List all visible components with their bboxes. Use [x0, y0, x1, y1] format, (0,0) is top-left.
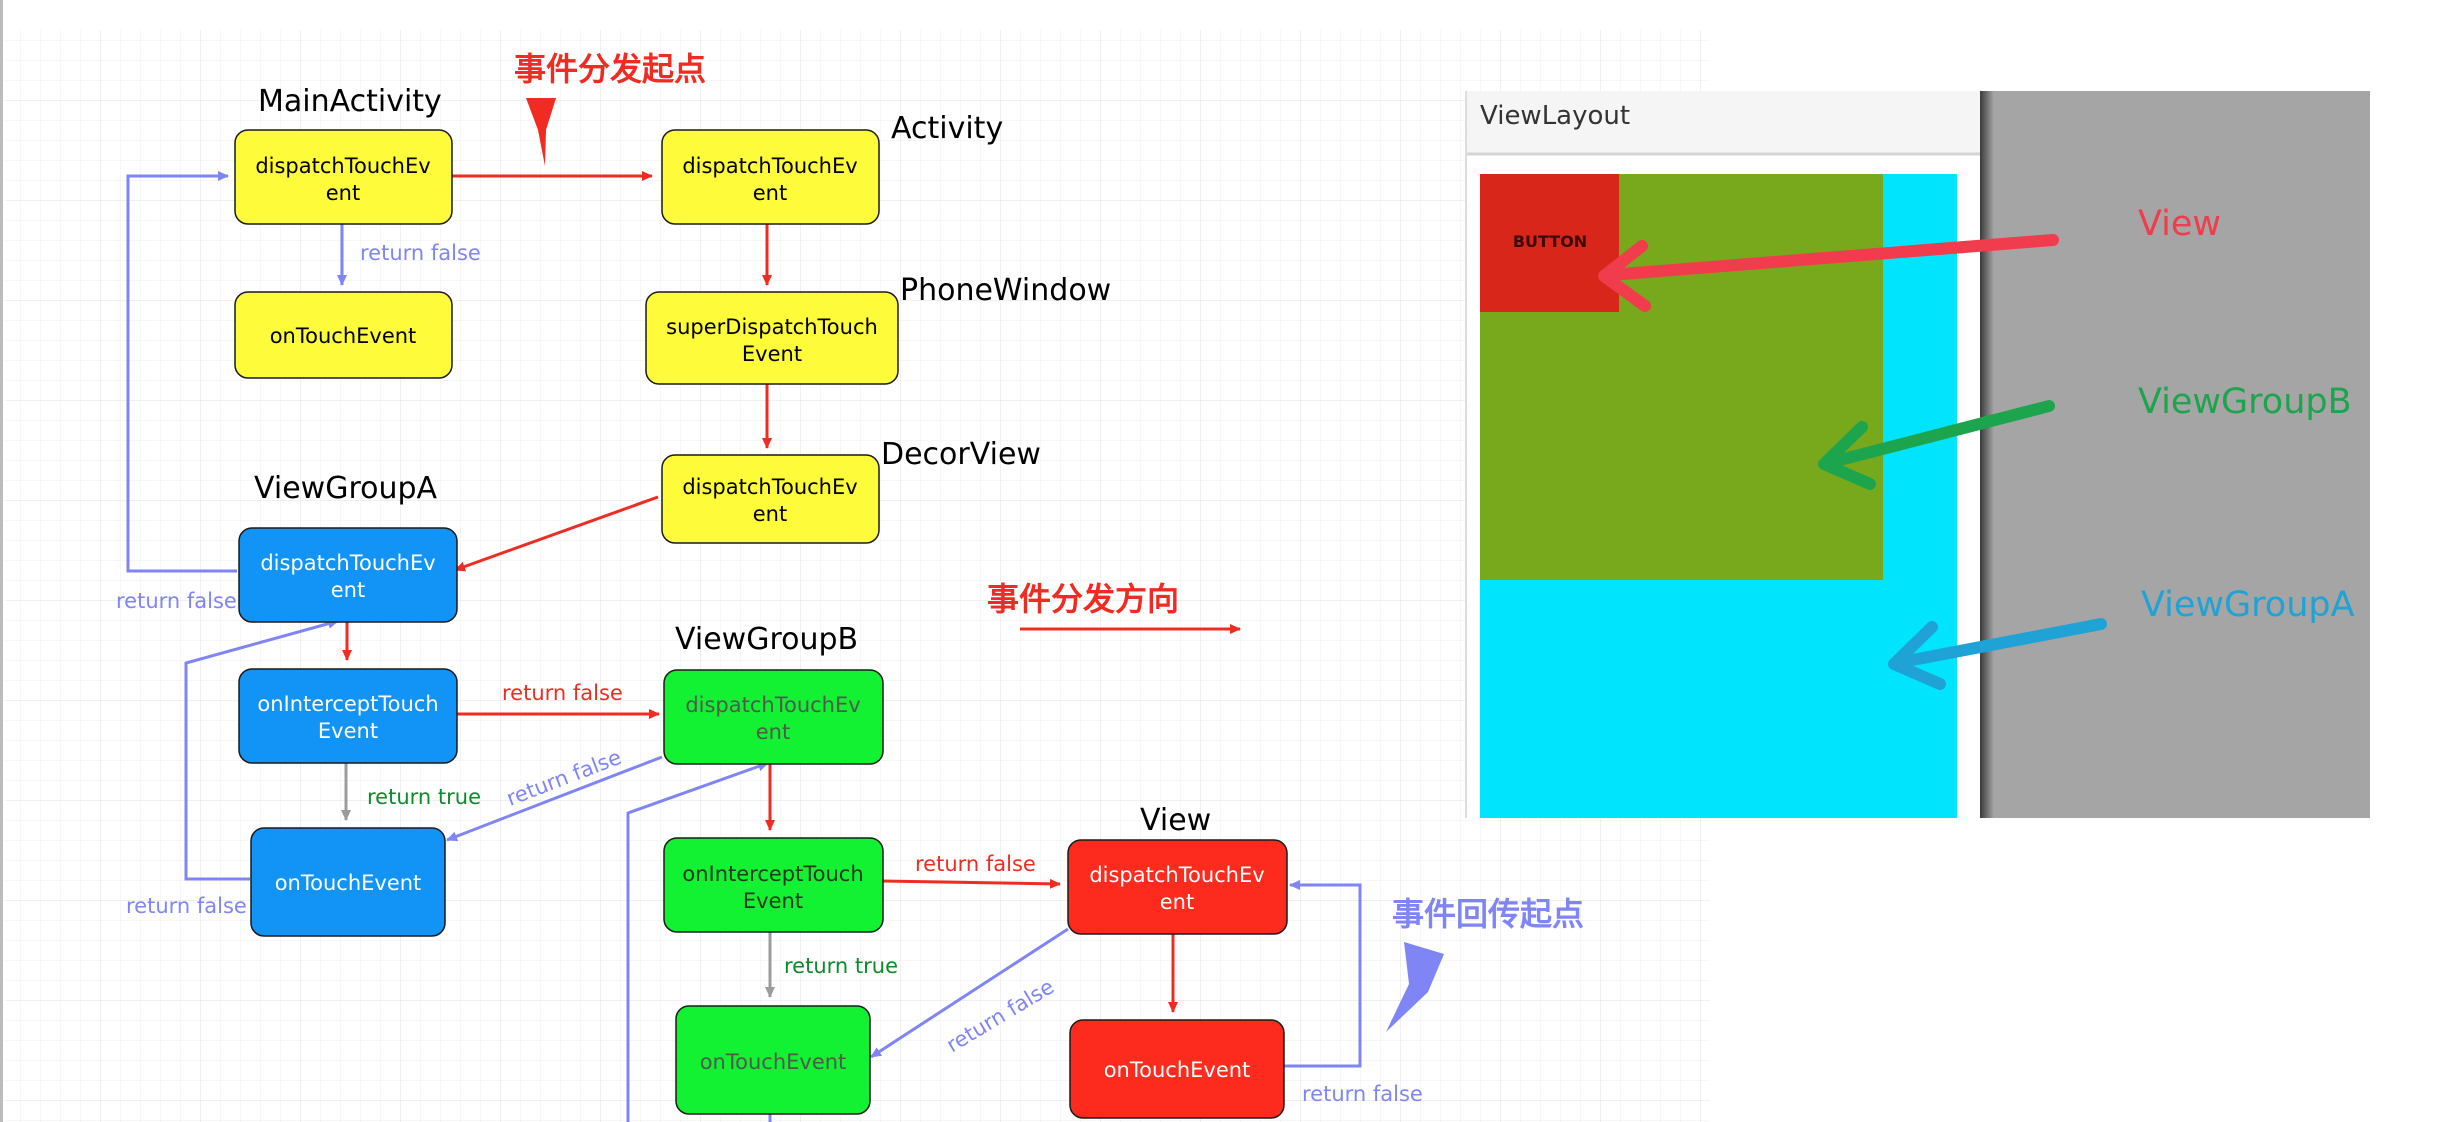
- heading-main-activity: MainActivity: [258, 84, 442, 119]
- heading-view-group-b: ViewGroupB: [675, 622, 858, 657]
- label-vga-return-false: return false: [116, 589, 237, 613]
- edge-vga-return-false: [126, 171, 237, 573]
- edge-decor-to-vga: [454, 495, 659, 572]
- callout-arrow-viewgroup-b: [1826, 400, 2055, 468]
- node-main-touch: onTouchEvent: [234, 291, 453, 379]
- layout-panel-title: ViewLayout: [1480, 101, 1630, 131]
- heading-view-group-a: ViewGroupA: [254, 471, 438, 506]
- node-view-touch: onTouchEvent: [1069, 1019, 1285, 1119]
- node-vgb-touch-label: onTouchEvent: [700, 1050, 847, 1074]
- callout-view: View: [2138, 204, 2221, 244]
- callout-arrowhead-viewgroup-a-icon: [1888, 621, 1946, 690]
- edge-view-back-return-false: [870, 927, 1069, 1059]
- edge-vgb-back-return-false: [446, 755, 663, 842]
- note-dispatch-direction: 事件分发方向: [987, 580, 1179, 618]
- label-view-touch-return-false: return false: [1302, 1082, 1423, 1106]
- headings: MainActivity Activity PhoneWindow DecorV…: [254, 84, 1211, 838]
- note-return-start: 事件回传起点: [1392, 895, 1584, 933]
- label-vga-touch-return-false: return false: [126, 894, 247, 918]
- label-vgb-intercept-false: return false: [915, 852, 1036, 876]
- return-start-pointer-icon: [1386, 942, 1444, 1032]
- layout-side-area: [1994, 91, 2370, 818]
- node-vga-touch-label: onTouchEvent: [275, 871, 422, 895]
- edge-vga-touch-return-false: [184, 618, 339, 881]
- layout-side-shadow: [1980, 91, 1994, 818]
- callout-viewgroup-b: ViewGroupB: [2138, 382, 2352, 422]
- heading-phone-window: PhoneWindow: [900, 273, 1111, 308]
- label-vga-intercept-false: return false: [502, 681, 623, 705]
- node-vgb-touch: onTouchEvent: [675, 1005, 871, 1115]
- dispatch-start-pointer-icon: [526, 98, 556, 166]
- edge-vgb-intercept-to-view: [879, 878, 1061, 889]
- callout-arrow-view: [1604, 234, 2059, 281]
- node-view-touch-label: onTouchEvent: [1104, 1058, 1251, 1082]
- callout-viewgroup-a: ViewGroupA: [2141, 585, 2355, 625]
- layout-panel-header: [1466, 91, 1980, 155]
- edge-view-touch-return-false: [1283, 880, 1362, 1068]
- heading-view: View: [1140, 803, 1211, 838]
- callout-arrowhead-view-icon: [1598, 240, 1651, 312]
- note-dispatch-start: 事件分发起点: [514, 50, 706, 88]
- edge-vgb-touch-return-false: [626, 761, 769, 1122]
- heading-activity: Activity: [891, 111, 1003, 146]
- window-edge: [0, 0, 3, 1122]
- node-main-touch-label: onTouchEvent: [270, 324, 417, 348]
- layout-button[interactable]: [1480, 174, 1619, 312]
- layout-button-label: BUTTON: [1513, 232, 1587, 251]
- label-main-return-false: return false: [360, 241, 481, 265]
- layout-panel: ViewLayout BUTTON View ViewGroupB ViewGr…: [1465, 91, 2370, 818]
- label-vgb-intercept-true: return true: [784, 954, 898, 978]
- heading-decor-view: DecorView: [881, 437, 1041, 472]
- node-vga-touch: onTouchEvent: [250, 827, 446, 937]
- label-vga-intercept-true: return true: [367, 785, 481, 809]
- callout-arrowhead-viewgroup-b-icon: [1818, 421, 1876, 490]
- callout-arrow-viewgroup-a: [1896, 618, 2107, 668]
- connectors: [126, 171, 1362, 1122]
